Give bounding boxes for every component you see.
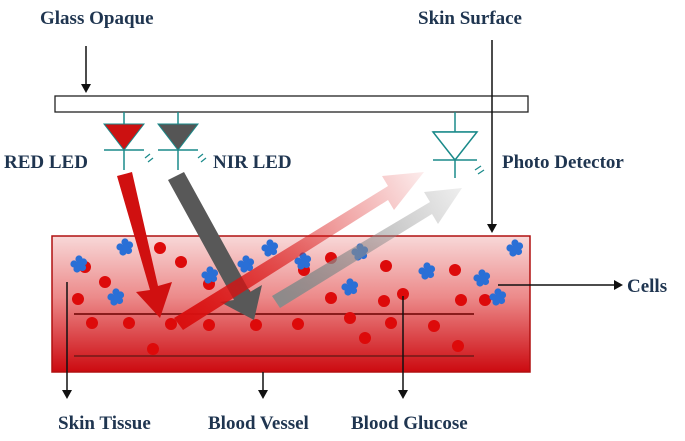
red-cell-icon — [455, 294, 467, 306]
red-cell-icon — [86, 317, 98, 329]
red-cell-icon — [99, 276, 111, 288]
red-cell-icon — [123, 317, 135, 329]
red-cell-icon — [359, 332, 371, 344]
red-cell-icon — [380, 260, 392, 272]
red-cell-icon — [325, 292, 337, 304]
red-cell-icon — [250, 319, 262, 331]
photo-detector-icon — [431, 112, 485, 178]
glass-opaque-label: Glass Opaque — [40, 8, 154, 29]
nir-led-icon — [156, 112, 207, 170]
blood-glucose-label: Blood Glucose — [351, 413, 468, 434]
photo-detector-label: Photo Detector — [502, 152, 624, 173]
red-cell-icon — [344, 312, 356, 324]
pointer-arrows — [62, 40, 623, 399]
red-cell-icon — [292, 318, 304, 330]
red-cell-icon — [479, 294, 491, 306]
blood-vessel-label: Blood Vessel — [208, 413, 309, 434]
skin-surface-label: Skin Surface — [418, 8, 522, 29]
red-cell-icon — [428, 320, 440, 332]
red-reflected-arrow — [174, 172, 424, 330]
red-cell-icon — [203, 319, 215, 331]
red-cell-icon — [397, 288, 409, 300]
red-cell-icon — [154, 242, 166, 254]
red-cell-icon — [385, 317, 397, 329]
skin-tissue-label: Skin Tissue — [58, 413, 151, 434]
nir-reflected-arrow — [272, 188, 462, 308]
red-cell-icon — [175, 256, 187, 268]
red-cell-icon — [72, 293, 84, 305]
red-cell-icon — [165, 318, 177, 330]
glass-plate — [54, 95, 529, 113]
red-cell-icon — [449, 264, 461, 276]
red-cell-icon — [378, 295, 390, 307]
red-incident-arrow — [117, 172, 172, 318]
red-cell-icon — [147, 343, 159, 355]
red-led-icon — [102, 112, 154, 170]
red-cell-icon — [452, 340, 464, 352]
cells-label: Cells — [627, 276, 667, 297]
nir-led-label: NIR LED — [213, 152, 292, 173]
red-led-label: RED LED — [4, 152, 88, 173]
